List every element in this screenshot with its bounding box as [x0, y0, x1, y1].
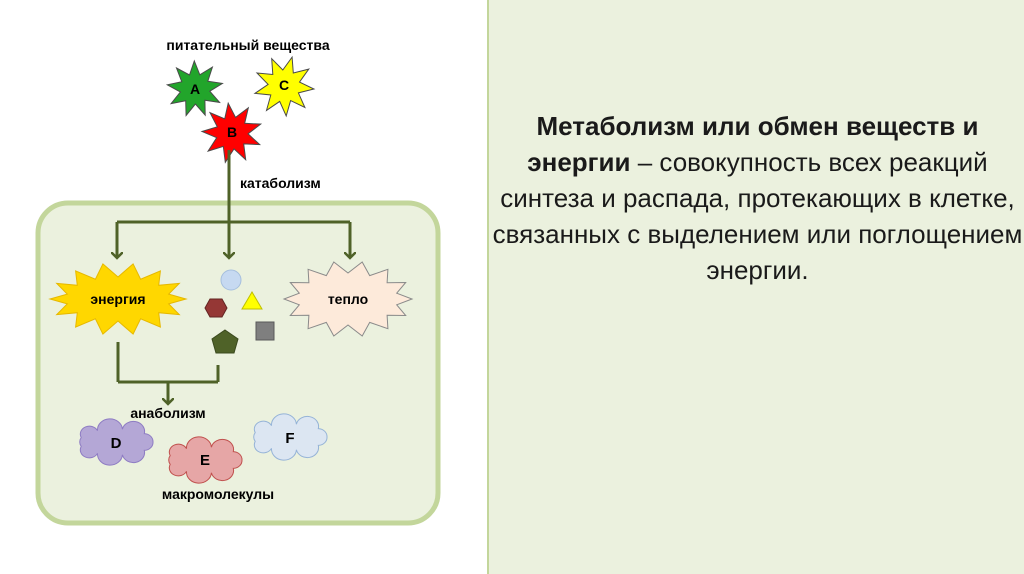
nutrient-c-label: C	[279, 77, 289, 93]
definition-panel: Метаболизм или обмен веществ и энергии –…	[487, 0, 1024, 574]
definition-text: Метаболизм или обмен веществ и энергии –…	[489, 108, 1024, 288]
nutrients-label: питательный вещества	[166, 37, 329, 53]
square-molecule	[255, 321, 275, 341]
nutrient-a-star: A	[165, 59, 224, 117]
definition-title: Метаболизм или обмен веществ и энергии	[527, 111, 979, 177]
nutrient-b-label: B	[227, 124, 237, 140]
pentagon-molecule	[211, 329, 239, 354]
anabolism-label: анаболизм	[130, 405, 205, 421]
nutrient-a-label: A	[190, 81, 200, 97]
definition-body: совокупность всех реакций синтеза и расп…	[492, 147, 1023, 285]
heat-burst: тепло	[282, 261, 414, 337]
macromolecule-f-label: F	[285, 430, 294, 447]
anabolism-arrows	[116, 342, 220, 404]
nutrient-b-star: B	[200, 101, 263, 164]
triangle-molecule	[241, 291, 263, 310]
macromolecule-e-label: E	[200, 452, 210, 469]
catabolism-label: катаболизм	[240, 175, 321, 191]
definition-dash: –	[630, 147, 660, 177]
energy-label: энергия	[90, 291, 145, 307]
hexagon-molecule	[204, 298, 228, 318]
small-molecules	[204, 269, 275, 354]
macromolecule-d-label: D	[111, 435, 122, 452]
macromolecules-label: макромолекулы	[162, 486, 274, 502]
nutrient-c-star: C	[253, 55, 316, 118]
catabolism-arrows	[117, 150, 350, 258]
metabolism-diagram: питательный вещества A C B катаболизм	[35, 37, 441, 526]
macromolecule-f-cloud: F	[253, 413, 328, 461]
heat-label: тепло	[328, 291, 368, 307]
circle-molecule	[220, 269, 242, 291]
energy-burst: энергия	[48, 263, 188, 335]
macromolecule-d-cloud: D	[79, 418, 154, 466]
cell-outline	[35, 200, 441, 526]
macromolecule-e-cloud: E	[168, 436, 243, 484]
